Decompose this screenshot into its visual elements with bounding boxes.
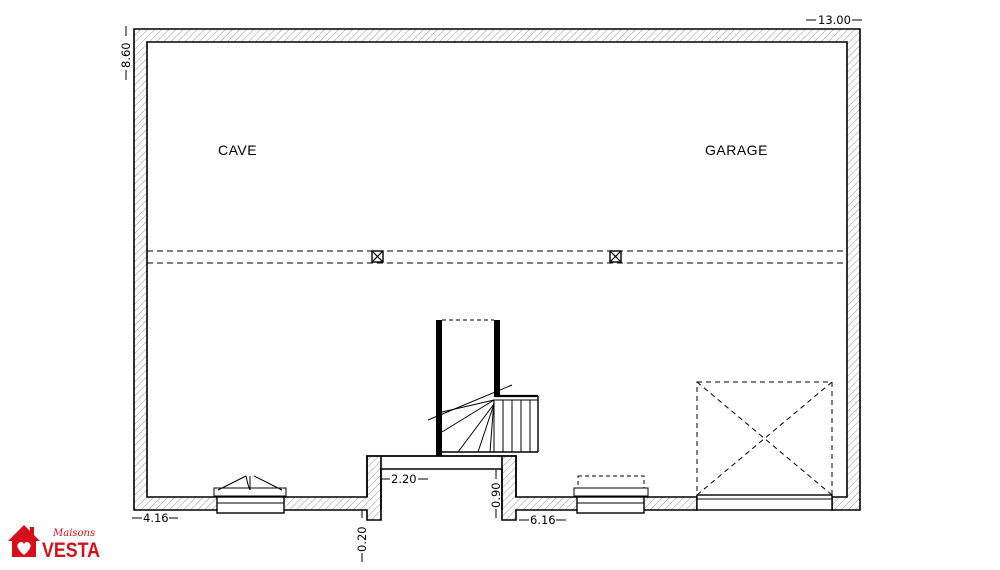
pillar-icon <box>371 250 384 263</box>
window-left <box>213 475 287 514</box>
beam <box>147 250 847 264</box>
svg-text:13.00: 13.00 <box>818 13 851 27</box>
house-heart-icon <box>8 525 40 557</box>
staircase <box>427 319 539 456</box>
exterior-wall <box>133 28 861 521</box>
dimension-left-offset: 4.16 <box>132 511 178 525</box>
brand-logo: Maisons VESTA <box>8 525 100 562</box>
brand-script: Maisons <box>52 528 95 539</box>
svg-text:4.16: 4.16 <box>143 511 169 525</box>
garage-door <box>696 381 833 511</box>
dimension-width: 13.00 <box>806 13 862 27</box>
dimension-depth: 8.60 <box>119 26 133 80</box>
svg-text:2.20: 2.20 <box>391 472 417 486</box>
window-right <box>573 475 649 514</box>
dimension-recess-depth: 0.90 <box>489 470 503 518</box>
dimension-recess-width: 2.20 <box>381 472 428 486</box>
room-label-cave: CAVE <box>218 142 257 158</box>
svg-text:6.16: 6.16 <box>530 513 556 527</box>
room-label-garage: GARAGE <box>705 142 768 158</box>
svg-text:0.90: 0.90 <box>489 482 503 508</box>
svg-text:0.20: 0.20 <box>355 526 369 552</box>
pillar-icon <box>609 250 622 263</box>
brand-name: VESTA <box>42 539 100 562</box>
dimension-right-offset: 6.16 <box>519 513 566 527</box>
dimension-wall-step: 0.20 <box>355 510 369 562</box>
svg-text:8.60: 8.60 <box>119 42 133 68</box>
